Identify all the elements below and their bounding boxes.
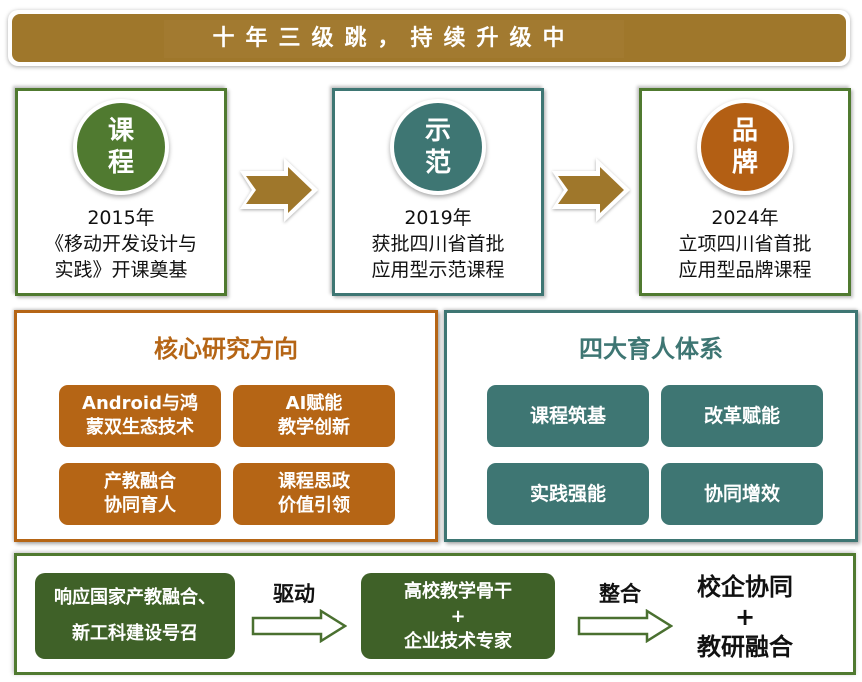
stage-description: 2024年 立项四川省首批 应用型品牌课程 xyxy=(642,205,848,283)
stage-description: 2019年 获批四川省首批 应用型示范课程 xyxy=(335,205,541,283)
stage-course: 课 程 2015年 《移动开发设计与 实践》开课奠基 xyxy=(15,88,227,296)
education-title: 四大育人体系 xyxy=(579,335,723,363)
stage-line: 立项四川省首批 xyxy=(678,233,812,255)
badge-char: 牌 xyxy=(731,148,758,178)
research-item: Android与鸿 蒙双生态技术 xyxy=(59,385,221,447)
banner-background: 十年三级跳，持续升级中 xyxy=(12,14,846,62)
integrate-label: 整合 xyxy=(599,582,641,606)
team-line: 企业技术专家 xyxy=(404,630,512,652)
team-box: 高校教学骨干 + 企业技术专家 xyxy=(361,573,555,659)
stage-line: 应用型示范课程 xyxy=(371,259,505,281)
tile-line: 协同育人 xyxy=(104,495,176,516)
research-title: 核心研究方向 xyxy=(154,335,298,363)
badge-char: 范 xyxy=(424,148,451,178)
result-line: 校企协同 xyxy=(697,573,793,601)
research-item: 课程思政 价值引领 xyxy=(233,463,395,525)
research-panel: 核心研究方向 Android与鸿 蒙双生态技术 AI赋能 教学创新 产教融合 协… xyxy=(14,310,438,542)
tile-line: 价值引领 xyxy=(278,495,350,516)
tile-line: Android与鸿 xyxy=(82,393,198,414)
tile-line: 产教融合 xyxy=(104,471,176,492)
stage-brand: 品 牌 2024年 立项四川省首批 应用型品牌课程 xyxy=(639,88,851,296)
stage-line: 应用型品牌课程 xyxy=(678,259,812,281)
result-plus: + xyxy=(734,603,756,631)
stage-year: 2015年 xyxy=(87,207,155,229)
flow-arrow-icon xyxy=(251,609,347,643)
team-plus: + xyxy=(450,605,466,627)
result-text: 校企协同 + 教研融合 xyxy=(689,572,801,662)
banner-title: 十年三级跳，持续升级中 xyxy=(164,20,624,58)
badge-char: 程 xyxy=(107,148,134,178)
source-line: 新工科建设号召 xyxy=(72,623,198,644)
stage-arrow-icon xyxy=(240,158,318,222)
tile-line: 课程筑基 xyxy=(529,405,606,427)
stage-line: 实践》开课奠基 xyxy=(54,259,188,281)
badge-char: 品 xyxy=(731,116,758,146)
education-item: 课程筑基 xyxy=(487,385,649,447)
stage-arrow-icon xyxy=(552,158,630,222)
drive-label: 驱动 xyxy=(273,582,315,606)
stage-year: 2019年 xyxy=(404,207,472,229)
source-line: 响应国家产教融合、 xyxy=(54,587,216,608)
badge-fill: 品 牌 xyxy=(701,103,789,191)
stage-description: 2015年 《移动开发设计与 实践》开课奠基 xyxy=(18,205,224,283)
result-line: 教研融合 xyxy=(697,633,793,661)
tile-line: 协同增效 xyxy=(703,483,780,505)
education-item: 协同增效 xyxy=(661,463,823,525)
flow-panel: 响应国家产教融合、 新工科建设号召 驱动 高校教学骨干 + 企业技术专家 整合 … xyxy=(14,553,856,675)
tile-line: 教学创新 xyxy=(278,417,350,438)
tile-line: AI赋能 xyxy=(285,393,343,414)
stage-line: 《移动开发设计与 xyxy=(44,233,197,255)
tile-line: 实践强能 xyxy=(529,483,606,505)
stage-demonstration: 示 范 2019年 获批四川省首批 应用型示范课程 xyxy=(332,88,544,296)
research-item: 产教融合 协同育人 xyxy=(59,463,221,525)
stage-badge: 品 牌 xyxy=(697,99,793,195)
tile-line: 改革赋能 xyxy=(703,405,780,427)
tile-line: 课程思政 xyxy=(278,471,350,492)
badge-char: 示 xyxy=(424,116,451,146)
badge-fill: 课 程 xyxy=(77,103,165,191)
source-box: 响应国家产教融合、 新工科建设号召 xyxy=(35,573,235,659)
education-panel: 四大育人体系 课程筑基 改革赋能 实践强能 协同增效 xyxy=(444,310,858,542)
education-item: 改革赋能 xyxy=(661,385,823,447)
stage-badge: 示 范 xyxy=(390,99,486,195)
flow-arrow-icon xyxy=(577,609,673,643)
team-line: 高校教学骨干 xyxy=(404,580,512,602)
stage-badge: 课 程 xyxy=(73,99,169,195)
education-item: 实践强能 xyxy=(487,463,649,525)
title-banner: 十年三级跳，持续升级中 xyxy=(8,10,850,66)
badge-fill: 示 范 xyxy=(394,103,482,191)
badge-char: 课 xyxy=(107,116,134,146)
tile-line: 蒙双生态技术 xyxy=(86,417,194,438)
stage-year: 2024年 xyxy=(711,207,779,229)
research-item: AI赋能 教学创新 xyxy=(233,385,395,447)
stage-line: 获批四川省首批 xyxy=(371,233,505,255)
